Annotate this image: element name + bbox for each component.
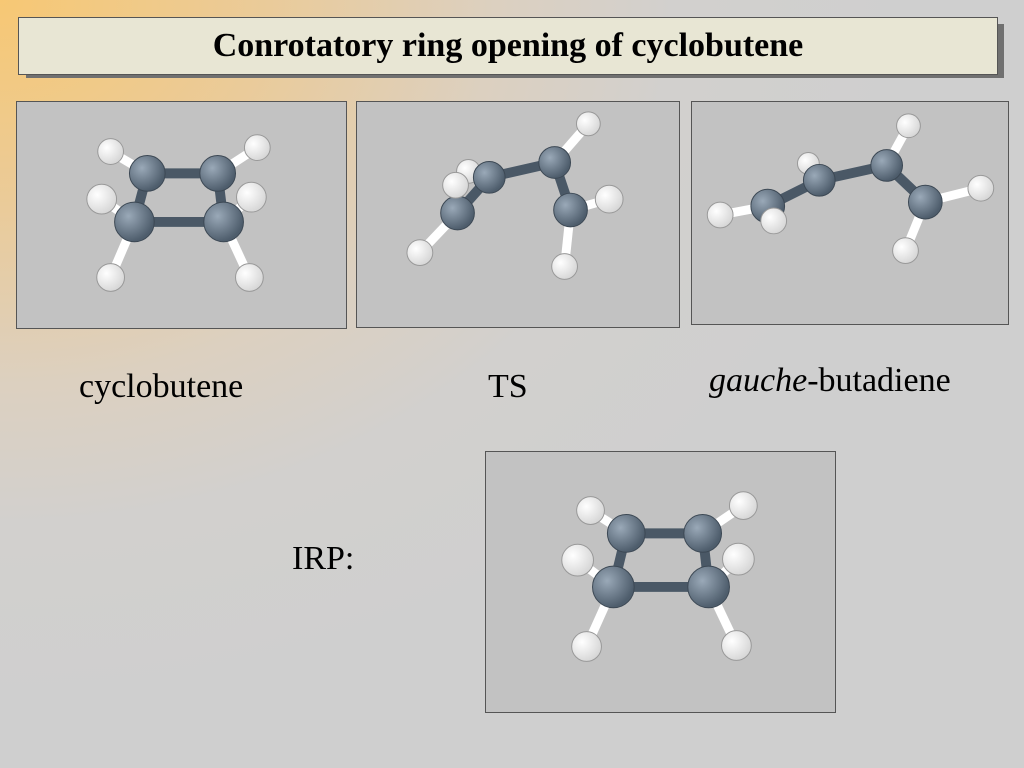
hydrogen-atom: [892, 237, 919, 265]
carbon-atom: [870, 149, 904, 182]
gauche-butadiene-label: gauche-butadiene: [709, 362, 951, 400]
cyclobutene-model-panel: [16, 101, 347, 329]
carbon-atom: [907, 184, 943, 220]
hydrogen-atom: [86, 183, 118, 215]
hydrogen-atom: [575, 111, 601, 137]
title-box: Conrotatory ring opening of cyclobutene: [18, 17, 998, 75]
irp-molecule: [561, 491, 758, 662]
carbon-atom: [472, 160, 506, 194]
ts-model-panel: [356, 101, 680, 328]
slide-title: Conrotatory ring opening of cyclobutene: [212, 27, 804, 64]
hydrogen-atom: [243, 134, 271, 161]
hydrogen-atom: [97, 138, 125, 165]
hydrogen-atom: [728, 491, 758, 520]
carbon-atom: [606, 514, 646, 553]
gauche-butadiene-model-panel: [691, 101, 1009, 325]
hydrogen-atom: [594, 184, 624, 214]
irp-label: IRP:: [292, 540, 355, 577]
carbon-atom: [128, 155, 166, 192]
hydrogen-atom: [96, 263, 125, 292]
hydrogen-atom: [721, 630, 752, 661]
hydrogen-atom: [571, 631, 602, 662]
irp-model-panel: [485, 451, 836, 713]
carbon-atom: [538, 146, 572, 179]
carbon-atom: [199, 155, 237, 192]
carbon-atom: [592, 565, 635, 609]
cyclobutene-label: cyclobutene: [79, 368, 244, 405]
hydrogen-atom: [576, 496, 605, 525]
hydrogen-atom: [442, 171, 469, 199]
hydrogen-atom: [967, 174, 995, 202]
butadiene-text: -butadiene: [807, 362, 951, 399]
hydrogen-atom: [236, 181, 267, 213]
hydrogen-atom: [551, 253, 578, 280]
gauche-butadiene-molecule: [706, 113, 995, 265]
gauche-italic-text: gauche: [709, 362, 808, 399]
carbon-atom: [802, 163, 836, 197]
carbon-atom: [440, 195, 475, 231]
ts-label: TS: [488, 368, 528, 405]
carbon-atom: [114, 201, 155, 243]
ts-molecule: [406, 111, 624, 280]
hydrogen-atom: [896, 113, 921, 139]
hydrogen-atom: [760, 207, 788, 235]
carbon-atom: [687, 565, 730, 609]
cyclobutene-molecule: [86, 134, 271, 292]
hydrogen-atom: [561, 543, 595, 577]
hydrogen-atom: [706, 201, 734, 229]
hydrogen-atom: [235, 263, 264, 292]
hydrogen-atom: [406, 239, 434, 267]
carbon-atom: [203, 201, 244, 243]
carbon-atom: [553, 192, 588, 228]
carbon-atom: [683, 514, 723, 553]
hydrogen-atom: [722, 542, 755, 576]
